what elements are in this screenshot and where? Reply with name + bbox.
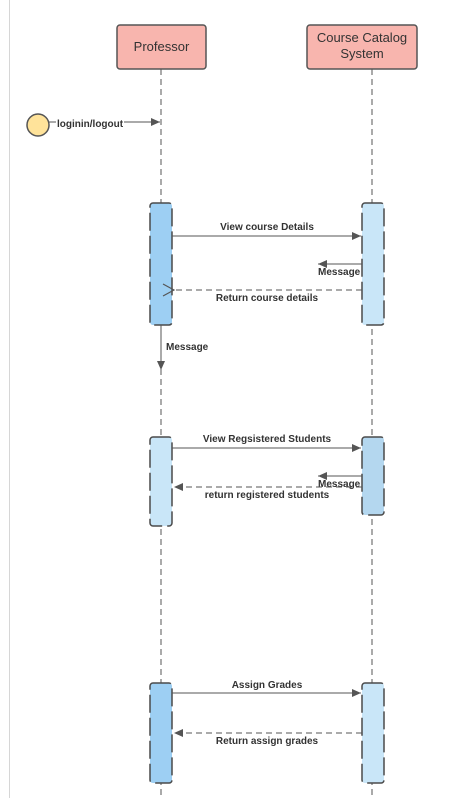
message-view-course-details-label: View course Details xyxy=(220,222,314,233)
catalog-activation-1[interactable] xyxy=(361,202,385,326)
message-catalog-self-2[interactable]: Message xyxy=(318,472,362,490)
message-professor-down[interactable]: Message xyxy=(157,325,209,370)
message-view-registered-students-label: View Regsistered Students xyxy=(203,434,332,445)
message-return-registered-students[interactable]: return registered students xyxy=(174,483,362,501)
message-return-assign-grades[interactable]: Return assign grades xyxy=(174,729,362,747)
professor-activation-2[interactable] xyxy=(149,436,173,527)
catalog-actor-label-line1: Course Catalog xyxy=(317,30,407,45)
message-professor-down-label: Message xyxy=(166,342,209,353)
initial-node-label-bg xyxy=(56,116,124,129)
message-view-registered-students[interactable]: View Regsistered Students xyxy=(172,434,361,452)
page-left-border xyxy=(0,0,10,798)
catalog-actor-box xyxy=(306,24,418,70)
circle-initial-node-icon xyxy=(26,113,50,137)
professor-actor[interactable]: Professor xyxy=(116,24,207,70)
catalog-activation-2[interactable] xyxy=(361,436,385,516)
message-catalog-self-2-label: Message xyxy=(318,479,361,490)
catalog-activation-3[interactable] xyxy=(361,682,385,784)
message-view-course-details[interactable]: View course Details xyxy=(172,222,361,240)
professor-actor-label: Professor xyxy=(134,39,190,54)
catalog-actor[interactable]: Course Catalog System xyxy=(306,24,418,70)
message-return-assign-grades-label: Return assign grades xyxy=(216,736,319,747)
message-catalog-self-1[interactable]: Message xyxy=(318,260,362,278)
initial-node[interactable]: loginin/logout xyxy=(26,113,160,137)
message-return-course-details-label: Return course details xyxy=(216,293,319,304)
message-return-registered-students-label: return registered students xyxy=(205,490,330,501)
message-catalog-self-1-label: Message xyxy=(318,267,361,278)
professor-actor-box xyxy=(116,24,207,70)
message-return-course-details[interactable]: Return course details xyxy=(174,290,362,304)
message-assign-grades[interactable]: Assign Grades xyxy=(172,680,361,697)
professor-activation-1[interactable] xyxy=(149,202,173,326)
professor-activation-3[interactable] xyxy=(149,682,173,784)
initial-node-label: loginin/logout xyxy=(57,119,124,130)
catalog-actor-label-line2: System xyxy=(340,46,383,61)
message-assign-grades-label: Assign Grades xyxy=(232,680,303,691)
